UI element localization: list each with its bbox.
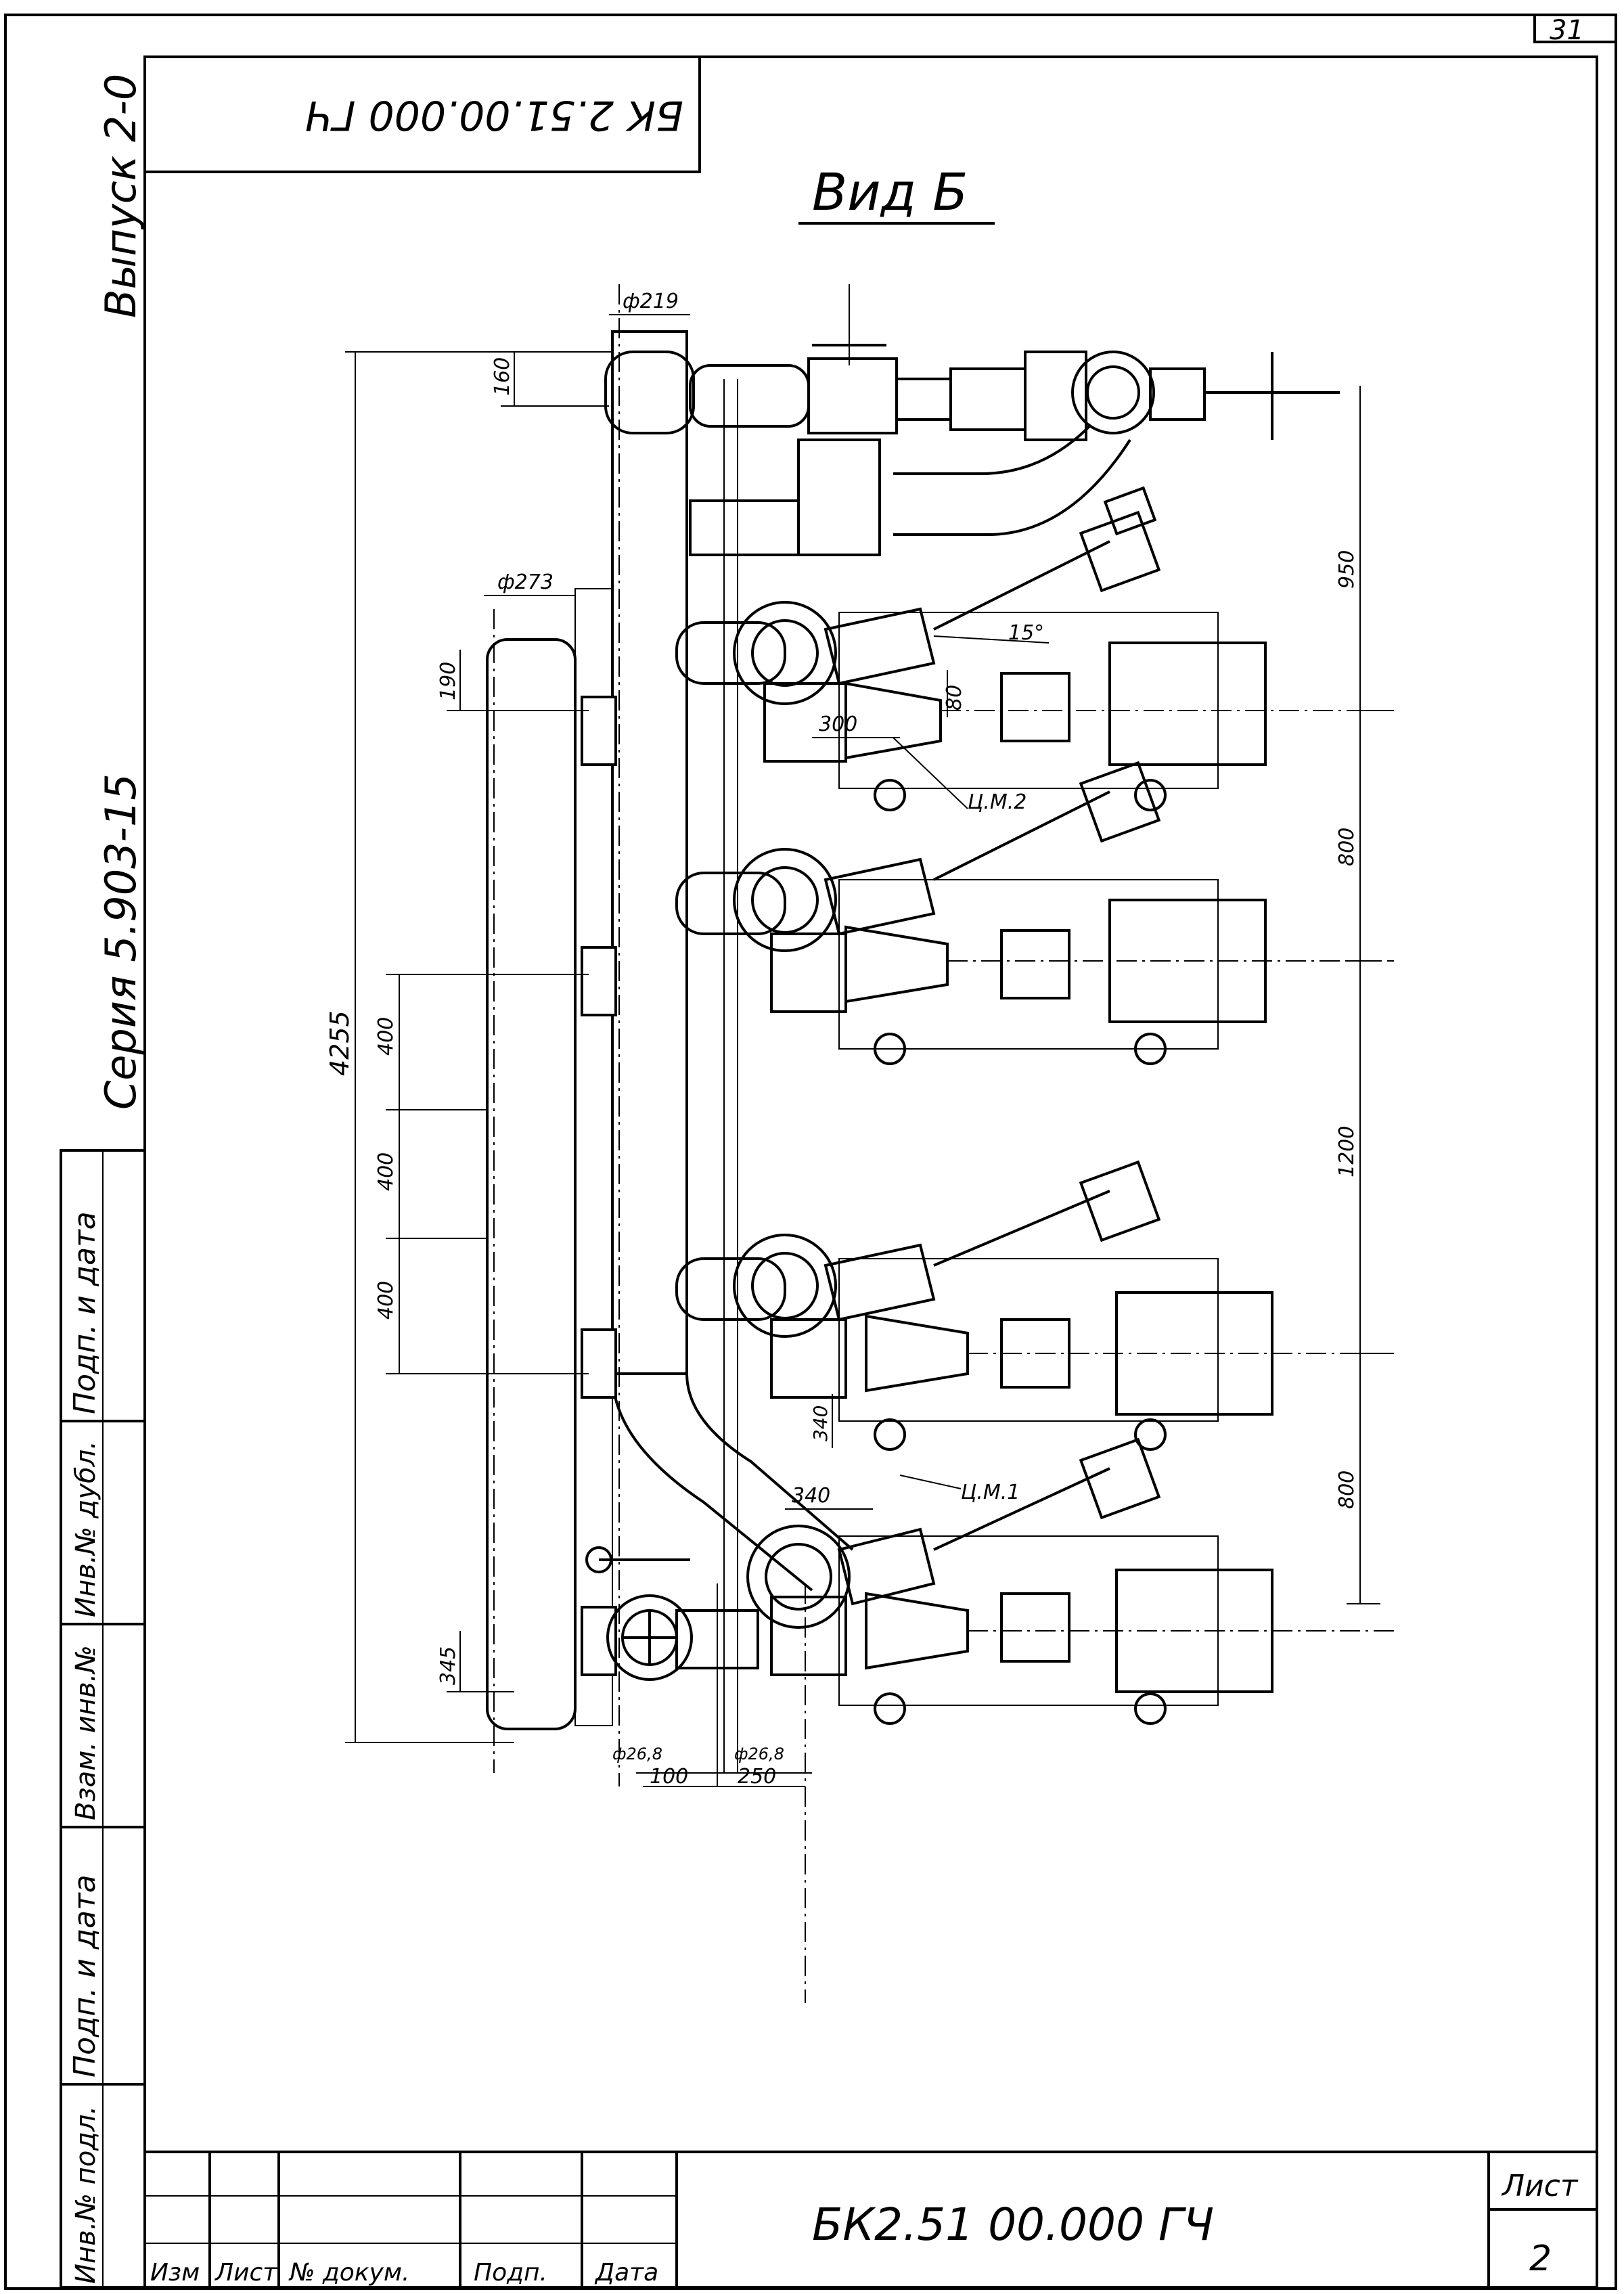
top-code-box: БК 2.51.00.000 ГЧ: [143, 55, 701, 173]
pump-unit-3: [675, 1160, 1394, 1451]
bottom-gate-valve: [585, 1546, 806, 2003]
hdr-doc: № докум.: [288, 2259, 409, 2287]
dimension-texts: ф219 ф273 160 190 4255 400 400 400 345 3…: [325, 290, 1359, 1789]
sheet-corner-number: 31: [1533, 15, 1616, 46]
dim-190: 190: [436, 662, 460, 700]
side-stamp: Подп. и дата Инв.№ дубл. Взам. инв.№ Под…: [60, 1149, 146, 2289]
dim-100: 100: [650, 1765, 688, 1789]
dim-d26_8b: ф26,8: [734, 1745, 784, 1763]
dim-250: 250: [738, 1765, 776, 1789]
dim-340b: 340: [792, 1484, 830, 1508]
pump-unit-1: [675, 486, 1394, 811]
label-cm2: Ц.М.2: [968, 790, 1027, 814]
sheet-number: 2: [1529, 2239, 1552, 2279]
dim-800a: 800: [1335, 828, 1359, 866]
pump-unit-4: [746, 1437, 1394, 1725]
dim-160: 160: [491, 357, 514, 396]
stamp-cell-1: Подп. и дата: [68, 1211, 102, 1414]
dim-d219: ф219: [623, 290, 679, 313]
angle-15: 15°: [1008, 621, 1044, 645]
stamp-cell-2: Инв.№ дубл.: [70, 1441, 102, 1617]
title-code: БК2.51 00.000 ГЧ: [812, 2199, 1214, 2251]
dim-80: 80: [943, 685, 966, 711]
dim-950: 950: [1335, 550, 1359, 589]
corner-number-text: 31: [1550, 15, 1584, 46]
view-title: Вид Б: [798, 162, 995, 225]
side-series-label: Серия 5.903-15: [96, 773, 145, 1110]
dim-345: 345: [436, 1646, 460, 1685]
stamp-cell-4: Подп. и дата: [68, 1874, 102, 2077]
dim-400a: 400: [374, 1017, 398, 1056]
title-block: Изм Лист № докум. Подп. Дата БК2.51 00.0…: [145, 2151, 1597, 2287]
dim-400b: 400: [374, 1152, 398, 1191]
inner-frame: [143, 55, 1598, 2289]
side-issue-label: Выпуск 2-0: [96, 74, 145, 318]
piping-drawing: [486, 284, 1394, 2003]
outer-frame: [4, 14, 1617, 2290]
pump-unit-2: [675, 761, 1394, 1065]
svg-text:Вид Б: Вид Б: [812, 162, 968, 222]
main-collector-pipe: [611, 330, 688, 1375]
dim-800b: 800: [1335, 1470, 1359, 1509]
dim-400c: 400: [374, 1281, 398, 1320]
stamp-cell-3: Взам. инв.№: [70, 1645, 102, 1820]
dim-4255: 4255: [325, 1010, 355, 1076]
dim-300: 300: [819, 713, 857, 736]
hdr-izm: Изм: [150, 2259, 200, 2287]
dim-d273: ф273: [497, 570, 554, 594]
hdr-list: Лист: [214, 2259, 277, 2287]
hdr-sign: Подп.: [474, 2259, 547, 2287]
dim-1200: 1200: [1335, 1126, 1359, 1177]
top-valve-assembly: [689, 284, 1340, 556]
label-cm1: Ц.М.1: [961, 1481, 1020, 1504]
hdr-date: Дата: [594, 2259, 658, 2287]
dim-340a: 340: [809, 1405, 832, 1441]
dimension-lines: [345, 314, 1380, 1787]
stamp-cell-5: Инв.№ подл.: [70, 2106, 102, 2284]
distribution-header: [486, 638, 577, 1730]
sheet-label: Лист: [1501, 2169, 1579, 2203]
top-code-text: БК 2.51.00.000 ГЧ: [305, 91, 683, 139]
dim-d26_8a: ф26,8: [612, 1745, 662, 1763]
